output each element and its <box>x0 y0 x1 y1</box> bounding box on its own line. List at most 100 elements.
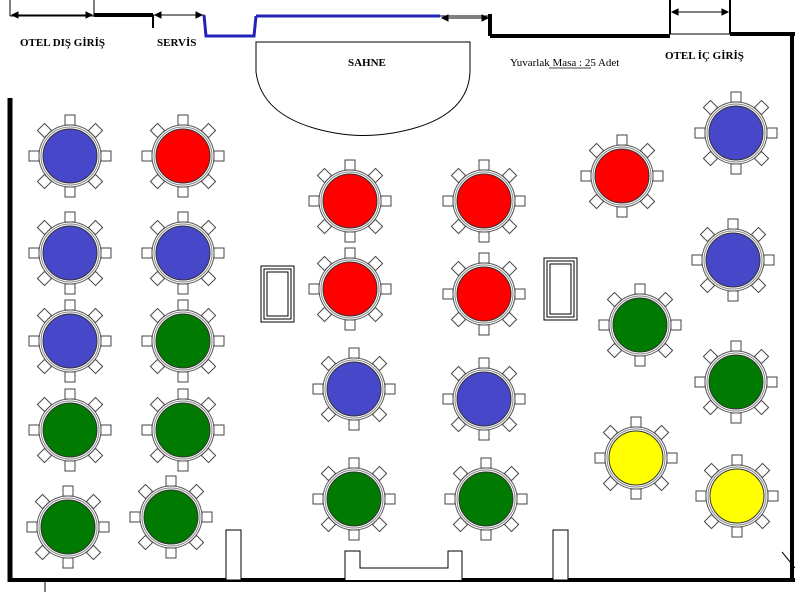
table-rim-inner <box>40 311 100 371</box>
chair <box>64 283 76 295</box>
table-rim-inner <box>454 171 514 231</box>
chair <box>344 159 356 171</box>
table-top-red <box>322 173 378 229</box>
chair <box>100 150 112 162</box>
chair <box>165 547 177 559</box>
chair <box>634 283 646 295</box>
chair <box>312 493 324 505</box>
table-rim-inner <box>320 259 380 319</box>
table-top-blue <box>42 313 98 369</box>
table-top-blue <box>42 128 98 184</box>
round-table-t10 <box>129 475 213 559</box>
chair <box>64 299 76 311</box>
chair <box>727 290 739 302</box>
table-rim <box>318 169 382 233</box>
chair <box>478 159 490 171</box>
round-table-t4 <box>141 211 225 295</box>
table-top-blue <box>456 371 512 427</box>
chair <box>348 457 360 469</box>
table-rim <box>608 293 672 357</box>
chair <box>516 493 528 505</box>
table-rim-inner <box>40 223 100 283</box>
chair <box>634 355 646 367</box>
chair <box>62 557 74 569</box>
chair <box>731 526 743 538</box>
buffet-right <box>543 257 578 321</box>
table-rim-inner <box>592 146 652 206</box>
table-rim <box>704 101 768 165</box>
tables <box>26 91 779 569</box>
chair <box>100 247 112 259</box>
round-table-t21 <box>594 416 678 500</box>
chair <box>730 163 742 175</box>
chair <box>730 412 742 424</box>
chair <box>28 150 40 162</box>
table-rim <box>604 426 668 490</box>
table-rim-inner <box>153 400 213 460</box>
round-table-t1 <box>28 114 112 198</box>
right-door-mark <box>781 551 796 569</box>
chair <box>177 388 189 400</box>
chair <box>695 490 707 502</box>
chair <box>308 283 320 295</box>
table-top-red <box>322 261 378 317</box>
chair <box>141 150 153 162</box>
chair <box>598 319 610 331</box>
chair <box>480 529 492 541</box>
table-rim <box>322 357 386 421</box>
table-rim-inner <box>454 369 514 429</box>
chair <box>129 511 141 523</box>
chair <box>344 231 356 243</box>
chair <box>480 457 492 469</box>
round-table-t22 <box>694 91 778 175</box>
chair <box>64 460 76 472</box>
round-table-t3 <box>28 211 112 295</box>
table-top-red <box>155 128 211 184</box>
table-rim-inner <box>606 428 666 488</box>
chair <box>442 288 454 300</box>
chair <box>763 254 775 266</box>
inner-entrance-label: OTEL İÇ GİRİŞ <box>665 50 744 62</box>
round-table-t16 <box>442 357 526 441</box>
chair <box>213 424 225 436</box>
table-rim-inner <box>454 264 514 324</box>
table-rim-inner <box>38 497 98 557</box>
table-rim-inner <box>141 487 201 547</box>
chair <box>348 529 360 541</box>
chair <box>213 247 225 259</box>
chair <box>177 460 189 472</box>
table-rim-inner <box>153 311 213 371</box>
round-table-t19 <box>580 134 664 218</box>
chair <box>380 195 392 207</box>
table-count-note: Yuvarlak Masa : 25 Adet <box>510 57 619 69</box>
table-top-blue <box>708 105 764 161</box>
chair <box>177 283 189 295</box>
chair <box>694 376 706 388</box>
chair <box>442 393 454 405</box>
chair <box>308 195 320 207</box>
table-rim <box>452 169 516 233</box>
chair <box>64 371 76 383</box>
table-top-yellow <box>608 430 664 486</box>
chair <box>28 335 40 347</box>
table-top-green <box>42 402 98 458</box>
chair <box>100 424 112 436</box>
chair <box>141 247 153 259</box>
walls <box>7 0 795 582</box>
table-rim-inner <box>703 230 763 290</box>
table-rim-inner <box>153 126 213 186</box>
table-top-red <box>456 173 512 229</box>
table-rim <box>704 350 768 414</box>
round-table-t2 <box>141 114 225 198</box>
table-rim-inner <box>707 466 767 526</box>
chair <box>691 254 703 266</box>
pillar-right <box>552 529 569 581</box>
round-table-t5 <box>28 299 112 383</box>
chair <box>201 511 213 523</box>
chair <box>694 127 706 139</box>
chair <box>580 170 592 182</box>
table-rim-inner <box>324 359 384 419</box>
table-rim <box>151 309 215 373</box>
table-top-blue <box>155 225 211 281</box>
